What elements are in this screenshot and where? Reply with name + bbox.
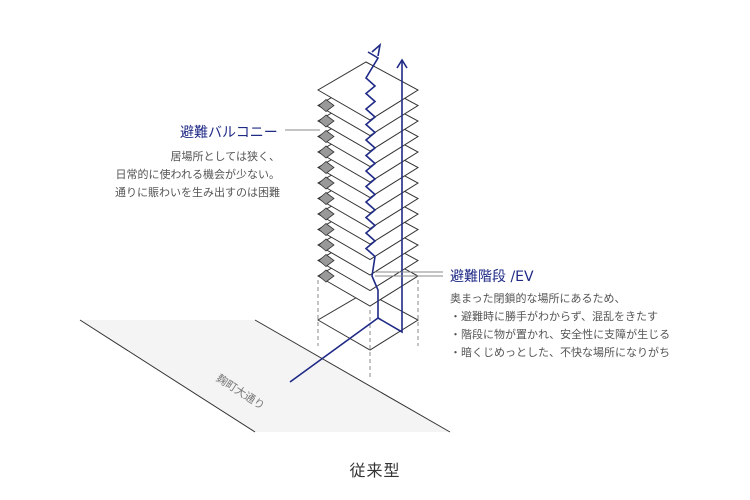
balcony-square — [318, 114, 335, 128]
elevator-shaft-line — [377, 60, 403, 334]
stair-label-body: 奥まった閉鎖的な場所にあるため、 ・避難時に勝手がわからず、混乱をきたす ・階段… — [450, 290, 670, 362]
balcony-square — [318, 269, 335, 283]
diagram-caption: 従来型 — [349, 461, 401, 480]
stair-label-line: 奥まった閉鎖的な場所にあるため、 — [450, 292, 626, 305]
balcony-square — [318, 238, 335, 252]
balcony-square — [318, 145, 335, 159]
stair-label-line: ・避難時に勝手がわからず、混乱をきたす — [450, 310, 659, 323]
evacuation-stair-route — [364, 51, 380, 318]
exit-route-to-street — [289, 317, 379, 383]
balcony-square — [318, 98, 335, 113]
stair-label-line: ・階段に物が置かれ、安全性に支障が生じる — [450, 328, 671, 341]
street-edge — [254, 319, 451, 433]
stair-label-title: 避難階段 /EV — [450, 269, 534, 285]
street-edge — [79, 319, 256, 433]
balcony-label-line: 居場所としては狭く、 — [170, 150, 280, 163]
balcony-label-line: 通りに賑わいを生み出すのは困難 — [115, 186, 280, 199]
ground-plate — [317, 291, 419, 351]
balcony-label-line: 日常的に使われる機会が少ない。 — [115, 168, 280, 181]
balcony-square — [318, 207, 335, 221]
balcony-square — [318, 129, 335, 144]
elevator-arrow-icon — [396, 58, 408, 69]
balcony-label-body: 居場所としては狭く、 日常的に使われる機会が少ない。 通りに賑わいを生み出すのは… — [115, 148, 280, 202]
street-surface — [80, 320, 450, 432]
balcony-square — [318, 160, 335, 175]
balcony-square — [318, 191, 335, 206]
balcony-label-title: 避難バルコニー — [180, 125, 278, 141]
stair-arrow-icon — [371, 42, 382, 57]
balcony-square — [318, 253, 335, 268]
balcony-square — [318, 176, 335, 190]
balcony-square — [318, 222, 335, 237]
stair-label-line: ・暗くじめっとした、不快な場所になりがち — [450, 346, 670, 359]
